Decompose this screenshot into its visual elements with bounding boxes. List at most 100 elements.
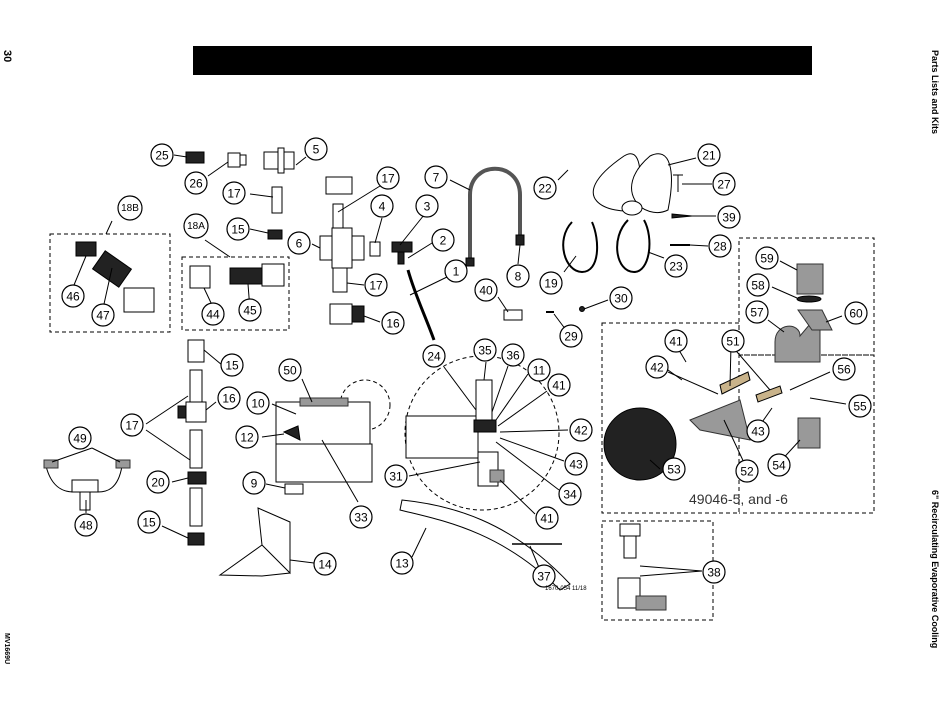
part-16-lower bbox=[177, 401, 207, 423]
callout-c51: 51 bbox=[721, 329, 745, 353]
callout-label: 16 bbox=[222, 392, 236, 406]
callout-c53: 53 bbox=[662, 457, 686, 481]
callout-c18B: 18B bbox=[117, 195, 143, 221]
callout-circle bbox=[527, 358, 551, 382]
callout-c2: 2 bbox=[431, 228, 455, 252]
callout-circle bbox=[238, 298, 262, 322]
callout-c43b: 43 bbox=[746, 419, 770, 443]
callout-label: 22 bbox=[538, 182, 552, 196]
callout-label: 13 bbox=[395, 557, 409, 571]
callout-label: 43 bbox=[569, 458, 583, 472]
callout-circle bbox=[201, 302, 225, 326]
callout-label: 19 bbox=[544, 277, 558, 291]
part-5 bbox=[263, 147, 353, 195]
part-1 bbox=[406, 269, 436, 341]
callout-label: 10 bbox=[251, 397, 265, 411]
callout-label: 39 bbox=[722, 211, 736, 225]
callout-label: 18A bbox=[187, 221, 205, 232]
callout-c29: 29 bbox=[559, 324, 583, 348]
callout-c11: 11 bbox=[527, 358, 551, 382]
callout-circle bbox=[146, 470, 170, 494]
leader-lines bbox=[51, 154, 847, 577]
callout-label: 14 bbox=[318, 558, 332, 572]
part-15-lower bbox=[187, 532, 205, 546]
callout-label: 12 bbox=[240, 431, 254, 445]
callout-c37: 37 bbox=[532, 564, 556, 588]
callout-label: 53 bbox=[667, 463, 681, 477]
callout-circle bbox=[117, 195, 143, 221]
callout-label: 31 bbox=[389, 470, 403, 484]
part-44 bbox=[189, 265, 211, 289]
callout-label: 6 bbox=[296, 237, 303, 251]
kit-box-18a bbox=[181, 256, 290, 331]
part-3 bbox=[391, 241, 413, 265]
callout-label: 9 bbox=[251, 477, 258, 491]
callout-circle bbox=[246, 391, 270, 415]
callout-circle bbox=[120, 413, 144, 437]
detail-circle bbox=[404, 355, 560, 511]
part-40 bbox=[503, 309, 523, 321]
callout-circle bbox=[569, 418, 593, 442]
callout-c34: 34 bbox=[558, 482, 582, 506]
callout-circle bbox=[68, 426, 92, 450]
callout-label: 56 bbox=[837, 363, 851, 377]
callout-c15b: 15 bbox=[220, 353, 244, 377]
callout-circle bbox=[61, 284, 85, 308]
callout-circle bbox=[539, 271, 563, 295]
part-17-lower bbox=[187, 339, 205, 527]
callout-circle bbox=[220, 353, 244, 377]
callout-label: 43 bbox=[751, 425, 765, 439]
callout-circle bbox=[278, 358, 302, 382]
callout-label: 18B bbox=[121, 203, 139, 214]
callout-c17a: 17 bbox=[222, 181, 246, 205]
part-12 bbox=[282, 425, 301, 441]
callout-circle bbox=[222, 181, 246, 205]
callout-label: 42 bbox=[574, 424, 588, 438]
callout-circle bbox=[645, 355, 669, 379]
callout-circle bbox=[746, 419, 770, 443]
callout-c26: 26 bbox=[184, 171, 208, 195]
callout-label: 27 bbox=[717, 178, 731, 192]
callout-label: 25 bbox=[155, 149, 169, 163]
callout-label: 37 bbox=[537, 570, 551, 584]
callout-circle bbox=[712, 172, 736, 196]
callout-label: 57 bbox=[750, 306, 764, 320]
callout-circle bbox=[381, 311, 405, 335]
callout-circle bbox=[721, 329, 745, 353]
part-50 bbox=[275, 397, 373, 483]
callout-label: 17 bbox=[381, 172, 395, 186]
callout-label: 44 bbox=[206, 308, 220, 322]
part-39 bbox=[671, 213, 693, 219]
callout-c15a: 15 bbox=[226, 217, 250, 241]
part-9 bbox=[284, 483, 304, 495]
callout-c9: 9 bbox=[242, 471, 266, 495]
callout-circle bbox=[376, 166, 400, 190]
callout-circle bbox=[662, 457, 686, 481]
callout-c24: 24 bbox=[422, 344, 446, 368]
callout-label: 23 bbox=[669, 260, 683, 274]
part-27 bbox=[673, 174, 683, 192]
callout-circle bbox=[547, 373, 571, 397]
callout-label: 15 bbox=[142, 516, 156, 530]
callout-c48: 48 bbox=[74, 513, 98, 537]
callout-circle bbox=[370, 194, 394, 218]
callout-circle bbox=[226, 217, 250, 241]
callout-c44: 44 bbox=[201, 302, 225, 326]
callout-circle bbox=[735, 459, 759, 483]
callout-label: 30 bbox=[614, 292, 628, 306]
callout-label: 29 bbox=[564, 330, 578, 344]
callout-circle bbox=[533, 176, 557, 200]
callout-c8: 8 bbox=[506, 264, 530, 288]
callout-label: 7 bbox=[433, 171, 440, 185]
drawing-number: 1670-054 11/18 bbox=[545, 586, 587, 592]
callout-c42a: 42 bbox=[569, 418, 593, 442]
callout-label: 45 bbox=[243, 304, 257, 318]
callout-c35: 35 bbox=[473, 338, 497, 362]
callout-c1: 1 bbox=[444, 259, 468, 283]
callout-circle bbox=[364, 273, 388, 297]
callout-c60: 60 bbox=[844, 301, 868, 325]
callout-c57: 57 bbox=[745, 300, 769, 324]
callout-c16a: 16 bbox=[381, 311, 405, 335]
callout-c40: 40 bbox=[474, 278, 498, 302]
callout-label: 41 bbox=[540, 512, 554, 526]
